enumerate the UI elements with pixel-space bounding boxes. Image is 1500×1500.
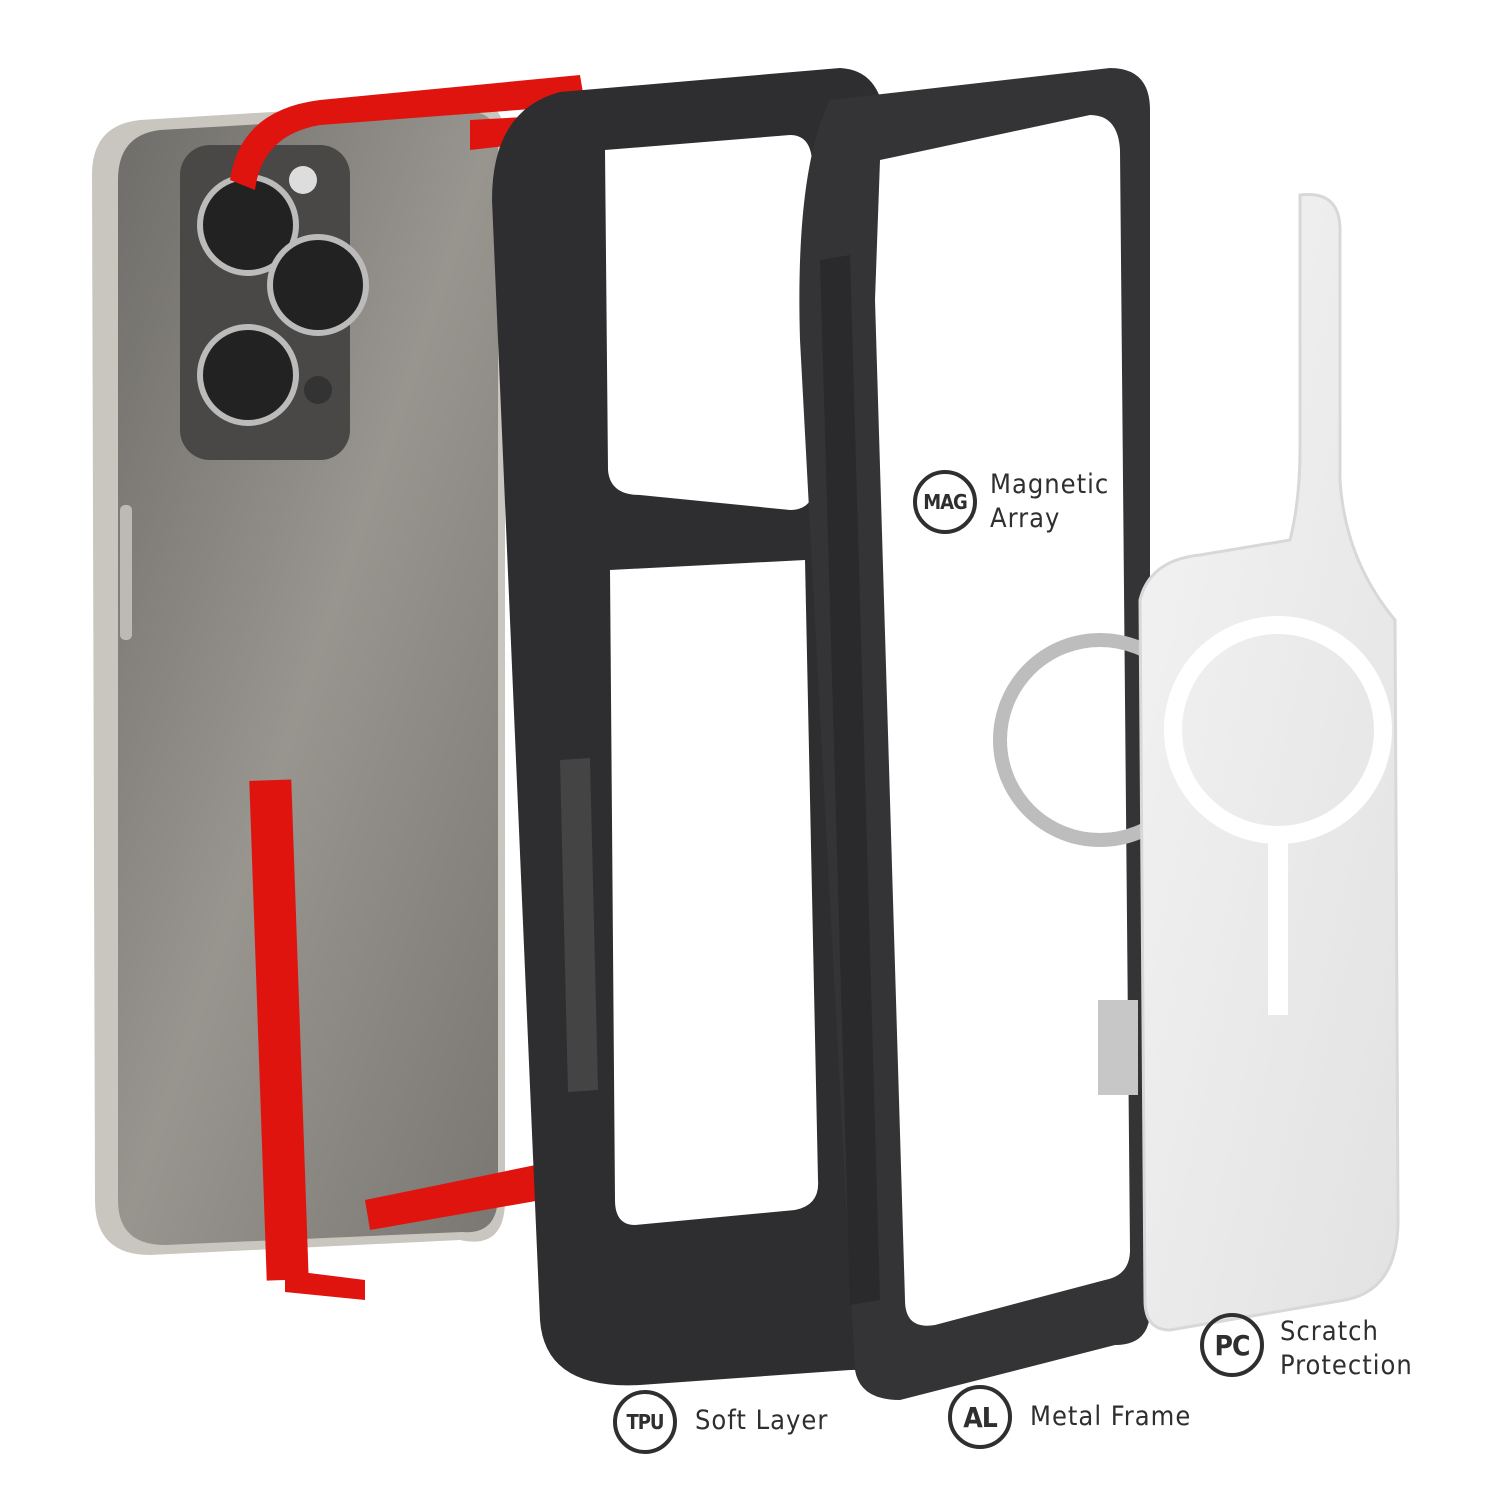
label-line: Protection: [1280, 1350, 1413, 1381]
mag-badge-text: MAG: [923, 490, 968, 514]
al-badge-text: AL: [963, 1400, 998, 1434]
flash: [289, 166, 317, 194]
tpu-badge-text: TPU: [626, 1410, 664, 1434]
lidar: [304, 376, 332, 404]
label-line: Scratch: [1280, 1316, 1379, 1347]
side-button: [120, 505, 132, 640]
al-badge-icon: AL: [948, 1385, 1012, 1449]
magnetic-array-label: Magnetic Array: [990, 468, 1109, 536]
scratch-protection-label: Scratch Protection: [1280, 1315, 1413, 1383]
pc-badge-text: PC: [1214, 1328, 1251, 1362]
label-line: Array: [990, 503, 1061, 534]
pc-backplate: [1138, 192, 1400, 1332]
tpu-badge-icon: TPU: [613, 1390, 677, 1454]
pc-badge-icon: PC: [1200, 1313, 1264, 1377]
phone: [92, 100, 505, 1255]
label-line: Magnetic: [990, 469, 1110, 500]
aluminum-frame: [799, 68, 1150, 1400]
camera-lens: [197, 324, 299, 426]
soft-layer-label: Soft Layer: [695, 1405, 829, 1436]
mag-badge-icon: MAG: [913, 470, 977, 534]
metal-frame-label: Metal Frame: [1030, 1401, 1192, 1432]
camera-lens: [267, 234, 369, 336]
